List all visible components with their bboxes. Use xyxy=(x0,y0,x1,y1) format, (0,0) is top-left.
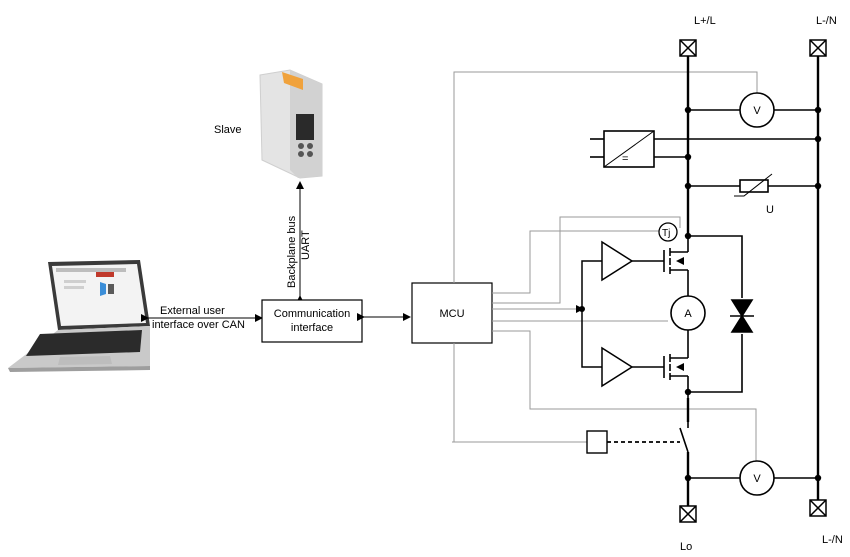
slave-module-illustration xyxy=(259,69,323,179)
slave-label: Slave xyxy=(214,124,242,136)
driver-input-lines xyxy=(581,260,602,368)
converter-symbol: = xyxy=(622,153,628,165)
uart-label: UART xyxy=(300,230,312,260)
junction-dots xyxy=(684,106,822,482)
can-label: interface over CAN xyxy=(152,319,245,331)
voltmeter-bottom-label: V xyxy=(753,473,761,485)
terminal-lplus xyxy=(679,39,697,57)
voltmeter-bottom xyxy=(688,460,818,496)
temp-sensor xyxy=(658,222,678,242)
dc-converter xyxy=(590,130,818,168)
mcu-label: MCU xyxy=(439,308,464,320)
laptop-illustration xyxy=(8,260,150,372)
output-switch xyxy=(679,422,689,453)
gate-driver-upper xyxy=(601,240,664,282)
backplane-bus-label: Backplane bus xyxy=(286,215,298,288)
terminal-lminus-bottom xyxy=(809,499,827,517)
mosfet-lower xyxy=(663,330,689,398)
varistor xyxy=(688,173,818,197)
voltmeter-top-label: V xyxy=(753,105,761,117)
relay-driver-box xyxy=(586,430,608,454)
gate-driver-lower xyxy=(601,346,664,388)
temp-sensor-label: Tj xyxy=(662,228,670,239)
terminal-lo-label: Lo xyxy=(680,541,692,553)
protection-branch xyxy=(688,235,754,393)
varistor-label: U xyxy=(766,204,774,216)
comm-line2: interface xyxy=(291,322,333,334)
driver-junction xyxy=(579,306,585,312)
communication-interface-box xyxy=(261,299,363,343)
terminal-lminus-bottom-label: L-/N xyxy=(822,534,843,546)
terminal-lminus-top-label: L-/N xyxy=(816,15,837,27)
ammeter-label: A xyxy=(684,308,692,320)
mosfet-upper xyxy=(663,234,689,296)
voltmeter-top xyxy=(688,92,818,128)
external-user-label: External user xyxy=(160,305,225,317)
power-bus xyxy=(686,56,820,500)
terminal-lminus-top xyxy=(809,39,827,57)
mcu-box xyxy=(411,282,493,344)
signal-lines xyxy=(452,71,758,464)
terminal-lo xyxy=(679,505,697,523)
terminal-lplus-label: L+/L xyxy=(694,15,716,27)
comm-line1: Communication xyxy=(274,308,350,320)
